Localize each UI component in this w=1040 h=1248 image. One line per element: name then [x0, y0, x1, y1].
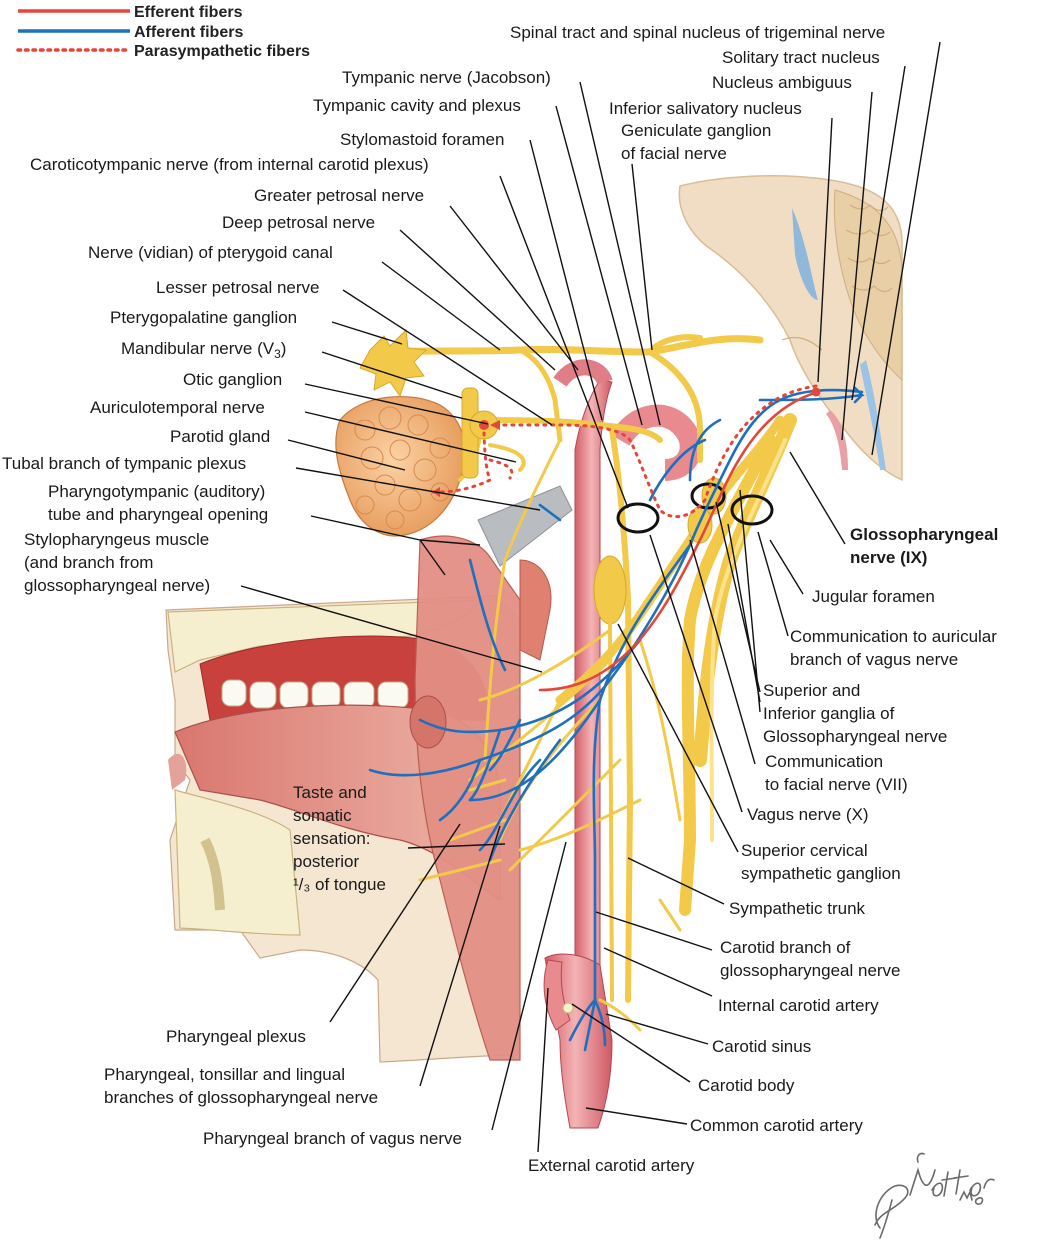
arteries [543, 359, 702, 1129]
parasympathetic-fibers [428, 384, 818, 519]
label-taste-5-fraction: ¹/₃ [293, 875, 310, 894]
label-taste-4: posterior [293, 852, 359, 871]
label-comm-facial-2: to facial nerve (VII) [765, 775, 908, 794]
label-jugular-foramen: Jugular foramen [812, 587, 935, 606]
label-pharyngotympanic-2: tube and pharyngeal opening [48, 505, 268, 524]
label-parotid: Parotid gland [170, 427, 270, 446]
label-carotid-sinus: Carotid sinus [712, 1037, 811, 1056]
legend: Efferent fibers Afferent fibers Parasymp… [16, 4, 310, 60]
label-taste-2: somatic [293, 806, 352, 825]
label-spinal-trigeminal: Spinal tract and spinal nucleus of trige… [510, 23, 885, 42]
label-lesser-petrosal: Lesser petrosal nerve [156, 278, 319, 297]
label-vagus: Vagus nerve (X) [747, 805, 869, 824]
label-comm-auricular-1: Communication to auricular [790, 627, 997, 646]
label-geniculate-1: Geniculate ganglion [621, 121, 771, 140]
label-mandibular-sub: 3 [274, 347, 281, 361]
label-deep-petrosal: Deep petrosal nerve [222, 213, 375, 232]
artist-signature [874, 1152, 995, 1239]
label-pharyngeal-branches-1: Pharyngeal, tonsillar and lingual [104, 1065, 345, 1084]
label-mandibular-main: Mandibular nerve (V [121, 339, 275, 358]
label-sup-inf-ganglia-1: Superior and [763, 681, 860, 700]
label-sympathetic-trunk: Sympathetic trunk [729, 899, 866, 918]
label-tympanic-cavity: Tympanic cavity and plexus [313, 96, 521, 115]
label-pterygopalatine: Pterygopalatine ganglion [110, 308, 297, 327]
label-nucleus-ambiguus: Nucleus ambiguus [712, 73, 852, 92]
label-common-carotid: Common carotid artery [690, 1116, 863, 1135]
label-sup-cervical-1: Superior cervical [741, 841, 868, 860]
label-taste-1: Taste and [293, 783, 367, 802]
label-sup-inf-ganglia-3: Glossopharyngeal nerve [763, 727, 947, 746]
head-section [165, 535, 552, 1063]
label-greater-petrosal: Greater petrosal nerve [254, 186, 424, 205]
legend-label-efferent: Efferent fibers [134, 4, 243, 21]
label-inferior-salivatory: Inferior salivatory nucleus [609, 99, 802, 118]
label-solitary-tract: Solitary tract nucleus [722, 48, 880, 67]
label-mandibular: Mandibular nerve (V3) [121, 339, 286, 361]
label-mandibular-end: ) [281, 339, 287, 358]
label-pharyngotympanic-1: Pharyngotympanic (auditory) [48, 482, 265, 501]
legend-label-afferent: Afferent fibers [134, 24, 243, 41]
label-glossopharyngeal-1: Glossopharyngeal [850, 525, 998, 544]
label-glossopharyngeal-2: nerve (IX) [850, 548, 927, 567]
auditory-tube [477, 485, 573, 567]
label-sup-inf-ganglia-2: Inferior ganglia of [763, 704, 895, 723]
label-stylopharyngeus-1: Stylopharyngeus muscle [24, 530, 209, 549]
label-taste-3: sensation: [293, 829, 371, 848]
label-pharyngeal-branches-2: branches of glossopharyngeal nerve [104, 1088, 378, 1107]
label-pharyngeal-plexus: Pharyngeal plexus [166, 1027, 306, 1046]
leader-lines [240, 41, 941, 1153]
label-carotid-body: Carotid body [698, 1076, 795, 1095]
label-stylopharyngeus-3: glossopharyngeal nerve) [24, 576, 210, 595]
label-stylomastoid: Stylomastoid foramen [340, 130, 504, 149]
efferent-fibers [538, 387, 821, 692]
label-carotid-branch-1: Carotid branch of [720, 938, 851, 957]
label-external-carotid: External carotid artery [528, 1156, 695, 1175]
label-sup-cervical-2: sympathetic ganglion [741, 864, 901, 883]
jugular-foramen-rings [616, 482, 774, 534]
label-geniculate-2: of facial nerve [621, 144, 727, 163]
label-pharyngeal-vagus: Pharyngeal branch of vagus nerve [203, 1129, 462, 1148]
label-vidian: Nerve (vidian) of pterygoid canal [88, 243, 333, 262]
label-comm-auricular-2: branch of vagus nerve [790, 650, 958, 669]
label-comm-facial-1: Communication [765, 752, 883, 771]
label-otic-ganglion: Otic ganglion [183, 370, 282, 389]
label-taste-5: ¹/₃ of tongue [293, 875, 386, 894]
brainstem [678, 175, 903, 482]
label-auriculotemporal: Auriculotemporal nerve [90, 398, 265, 417]
label-stylopharyngeus-2: (and branch from [24, 553, 153, 572]
label-carotid-branch-2: glossopharyngeal nerve [720, 961, 901, 980]
label-taste-5-rest: of tongue [310, 875, 386, 894]
parotid-gland [335, 395, 466, 537]
legend-label-parasympathetic: Parasympathetic fibers [134, 43, 310, 60]
labels: Spinal tract and spinal nucleus of trige… [2, 23, 998, 1175]
label-caroticotympanic: Caroticotympanic nerve (from internal ca… [30, 155, 429, 174]
afferent-fibers [368, 386, 865, 1052]
label-tympanic-nerve: Tympanic nerve (Jacobson) [342, 68, 551, 87]
label-internal-carotid: Internal carotid artery [718, 996, 879, 1015]
illustration [165, 175, 903, 1129]
label-tubal-branch: Tubal branch of tympanic plexus [2, 454, 246, 473]
